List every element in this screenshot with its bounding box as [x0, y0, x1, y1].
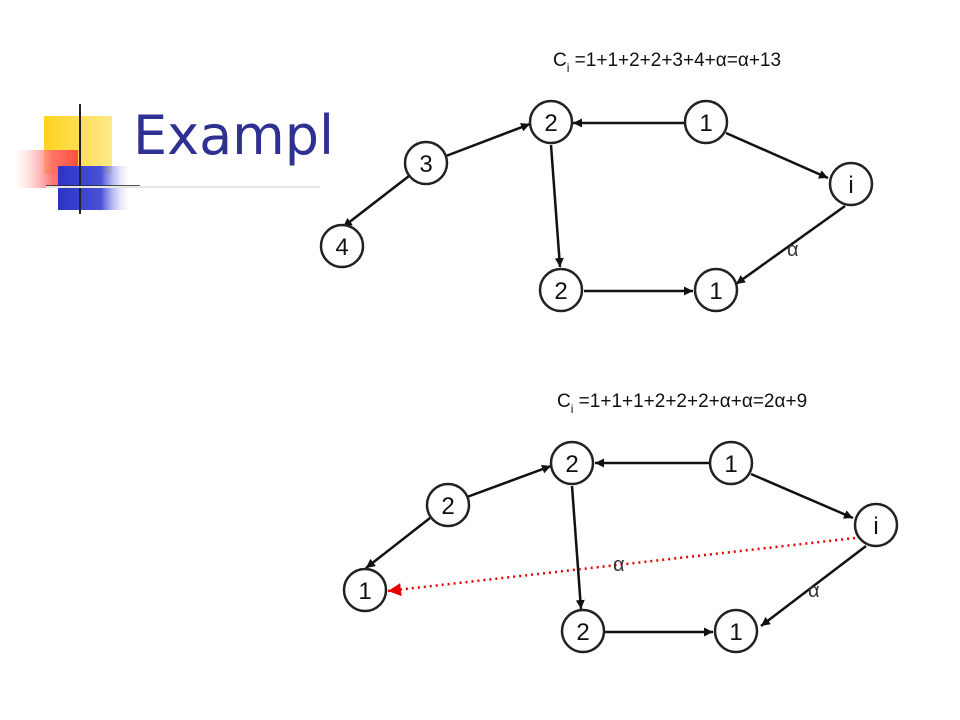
svg-text:2: 2 — [554, 278, 567, 305]
edge-top-3-to-4 — [342, 175, 410, 228]
svg-text:3: 3 — [419, 151, 432, 178]
title-underline — [46, 186, 320, 188]
svg-text:i: i — [848, 172, 853, 199]
node-top-1: 1 — [683, 99, 729, 145]
svg-text:4: 4 — [335, 234, 348, 261]
node-top-2b: 2 — [538, 267, 584, 313]
svg-text:2: 2 — [576, 619, 589, 646]
edge-label-bottom-alpha-dotted: α — [613, 554, 625, 576]
node-bottom-1: 1 — [708, 440, 754, 486]
svg-text:2: 2 — [565, 451, 578, 478]
node-bottom-2: 2 — [549, 440, 595, 486]
edge-top-2-to-2 — [549, 144, 564, 268]
graph-bottom: Ci =1+1+1+2+2+2+α+α=2α+9 α α 2 1 i 2 — [342, 391, 899, 654]
edge-bottom-1-to-i — [750, 472, 854, 520]
node-bottom-1-left: 1 — [342, 567, 388, 613]
svg-text:2: 2 — [544, 110, 557, 137]
edge-bottom-2l-to-2 — [466, 464, 552, 499]
svg-text:1: 1 — [699, 110, 712, 137]
edge-bottom-2l-to-1 — [365, 517, 431, 569]
node-bottom-i: i — [853, 502, 899, 548]
svg-text:1: 1 — [709, 278, 722, 305]
node-top-4: 4 — [319, 223, 365, 269]
edge-label-top-alpha: α — [787, 239, 799, 261]
node-top-2: 2 — [528, 99, 574, 145]
blue-square — [58, 166, 130, 210]
slide-title: Exampl — [133, 104, 335, 167]
edge-label-bottom-alpha: α — [808, 580, 820, 602]
node-bottom-1b: 1 — [713, 608, 759, 654]
node-top-1b: 1 — [693, 267, 739, 313]
svg-text:1: 1 — [729, 619, 742, 646]
formula-bottom: Ci =1+1+1+2+2+2+α+α=2α+9 — [557, 391, 807, 416]
edge-top-1-to-i — [725, 131, 829, 180]
edge-top-i-to-1 — [735, 204, 846, 286]
svg-text:1: 1 — [724, 451, 737, 478]
edge-bottom-i-to-1 — [760, 545, 867, 627]
edge-bottom-2-to-2 — [570, 485, 585, 610]
formula-top: Ci =1+1+2+2+3+4+α=α+13 — [553, 50, 781, 75]
node-bottom-2b: 2 — [560, 608, 606, 654]
node-top-i: i — [828, 161, 874, 207]
edge-bottom-i-to-1-dotted — [387, 536, 856, 596]
svg-text:i: i — [873, 513, 878, 540]
svg-text:1: 1 — [358, 578, 371, 605]
graph-top: Ci =1+1+2+2+3+4+α=α+13 α 2 1 i 3 4 — [319, 50, 874, 313]
node-bottom-2-left: 2 — [425, 482, 471, 528]
svg-text:2: 2 — [441, 493, 454, 520]
edge-top-3-to-2 — [445, 122, 531, 158]
node-top-3: 3 — [403, 140, 449, 186]
